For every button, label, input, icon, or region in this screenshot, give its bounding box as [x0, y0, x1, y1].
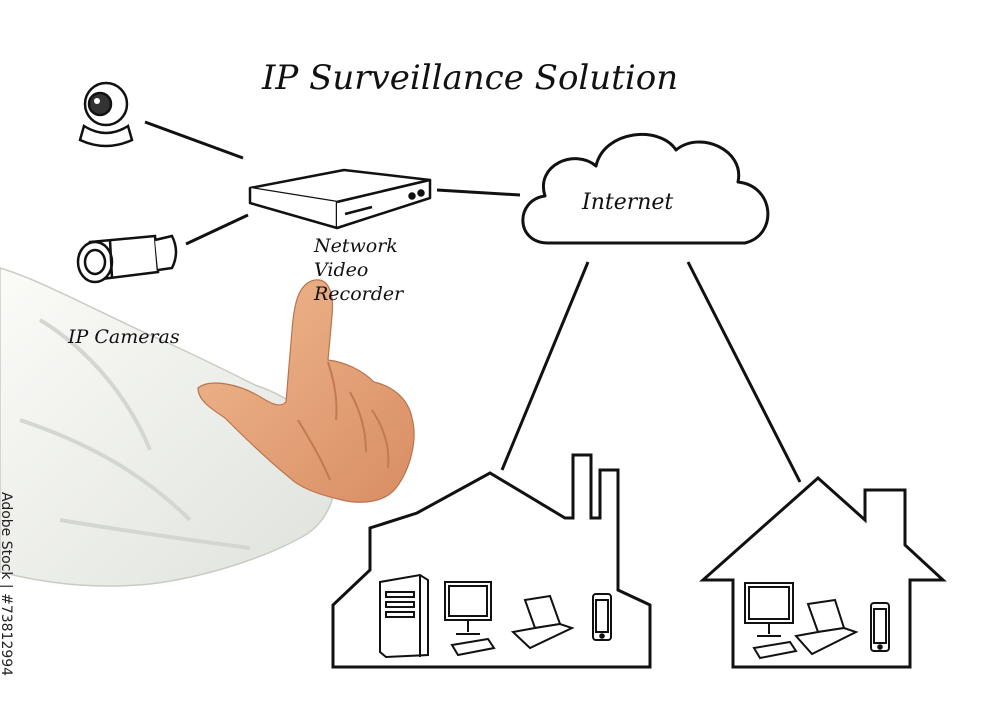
desktop-tower-icon — [380, 575, 428, 657]
line-webcam-to-nvr — [145, 122, 243, 158]
house-smartphone-icon — [871, 603, 889, 651]
nvr-label: Network Video Recorder — [314, 234, 403, 306]
line-internet-to-factory — [502, 262, 588, 470]
ip-cameras-label: IP Cameras — [68, 326, 180, 348]
nvr-device-icon — [250, 170, 430, 228]
nvr-label-line-1: Network — [314, 234, 403, 258]
bullet-camera-icon — [78, 236, 176, 282]
internet-cloud-icon — [523, 134, 768, 243]
internet-label: Internet — [582, 190, 673, 215]
smartphone-icon — [593, 594, 611, 640]
line-camera-to-nvr — [186, 215, 248, 244]
nvr-label-line-2: Video — [314, 258, 403, 282]
line-nvr-to-internet — [437, 190, 520, 195]
nvr-label-line-3: Recorder — [314, 282, 403, 306]
desktop-monitor-icon — [445, 582, 494, 655]
diagram-title: IP Surveillance Solution — [262, 58, 678, 98]
stock-credit-text: Adobe Stock | #73812994 — [0, 492, 14, 676]
pointing-hand-image — [0, 268, 414, 586]
webcam-icon — [80, 83, 132, 146]
line-internet-to-house — [688, 262, 800, 482]
